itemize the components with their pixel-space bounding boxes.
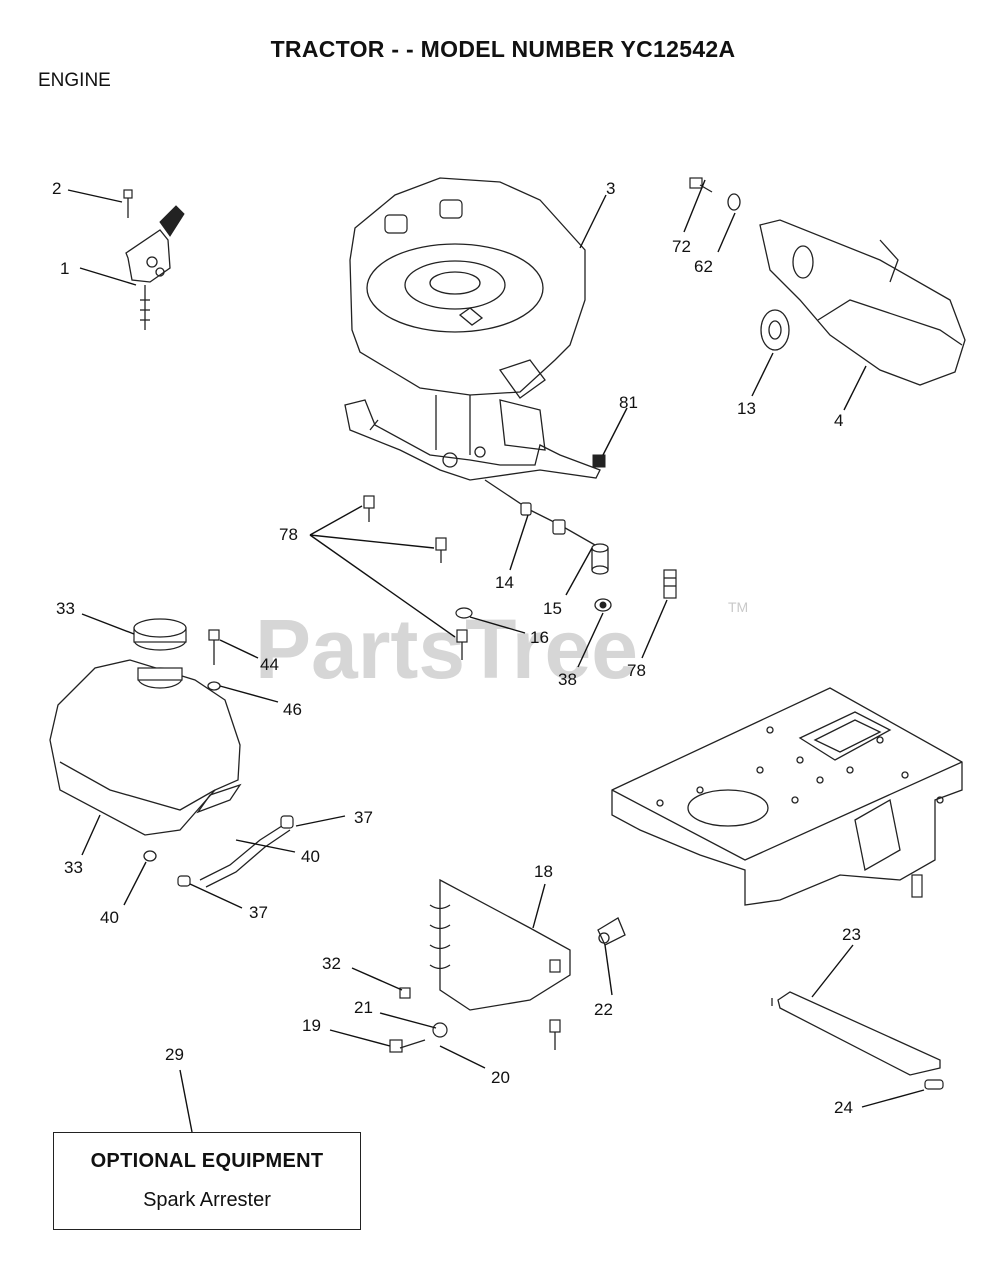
- callout-23: 23: [842, 925, 861, 944]
- callout-14: 14: [495, 573, 514, 592]
- callout-20: 20: [491, 1068, 510, 1087]
- fuel-tank-part: [49, 618, 242, 862]
- callout-22: 22: [594, 1000, 613, 1019]
- leader-lines: [67, 179, 925, 1133]
- callout-3: 3: [606, 179, 615, 198]
- page-title: TRACTOR - - MODEL NUMBER YC12542A: [270, 36, 736, 62]
- callout-16: 16: [530, 628, 549, 647]
- callout-labels: 2 1 3 72 62 13 4 81 78 14 15 16 38 78 33…: [52, 179, 861, 1117]
- callout-4: 4: [834, 411, 843, 430]
- callout-44: 44: [260, 655, 279, 674]
- part-81: [592, 454, 606, 468]
- section-label: ENGINE: [38, 70, 111, 91]
- callout-18: 18: [534, 862, 553, 881]
- callout-31: 33: [64, 858, 83, 877]
- callout-81: 81: [619, 393, 638, 412]
- callout-2: 2: [52, 179, 61, 198]
- callout-37: 40: [301, 847, 320, 866]
- optional-equipment-box: OPTIONAL EQUIPMENT Spark Arrester: [53, 1132, 361, 1230]
- callout-62: 62: [694, 257, 713, 276]
- callout-40: 40: [100, 908, 119, 927]
- fuel-line-part: [177, 815, 294, 888]
- callout-24: 24: [834, 1098, 853, 1117]
- callout-30: 32: [322, 954, 341, 973]
- callout-33-top: 37: [354, 808, 373, 827]
- optional-equipment-heading: OPTIONAL EQUIPMENT: [90, 1150, 324, 1172]
- engine-part: [344, 177, 601, 481]
- callout-13: 13: [737, 399, 756, 418]
- rod-part: [771, 991, 944, 1090]
- callout-78-left: 78: [279, 525, 298, 544]
- callout-38: 38: [558, 670, 577, 689]
- watermark: PartsTree: [255, 602, 638, 696]
- callout-33-bottom: 37: [249, 903, 268, 922]
- callout-1: 1: [60, 259, 69, 278]
- callout-72: 72: [672, 237, 691, 256]
- callout-19: 19: [302, 1016, 321, 1035]
- muffler-part: [689, 177, 966, 386]
- optional-equipment-item: Spark Arrester: [143, 1189, 271, 1211]
- callout-29: 29: [165, 1045, 184, 1064]
- callout-15: 15: [543, 599, 562, 618]
- callout-46: 46: [283, 700, 302, 719]
- callout-78-right: 78: [627, 661, 646, 680]
- throttle-bracket-part: [123, 189, 185, 330]
- callout-21: 21: [354, 998, 373, 1017]
- watermark-trademark: TM: [728, 599, 748, 615]
- callout-32: 33: [56, 599, 75, 618]
- frame-plate-part: [611, 687, 963, 906]
- lower-bracket-parts: [389, 878, 626, 1053]
- pulley-spacer-parts: [363, 479, 677, 660]
